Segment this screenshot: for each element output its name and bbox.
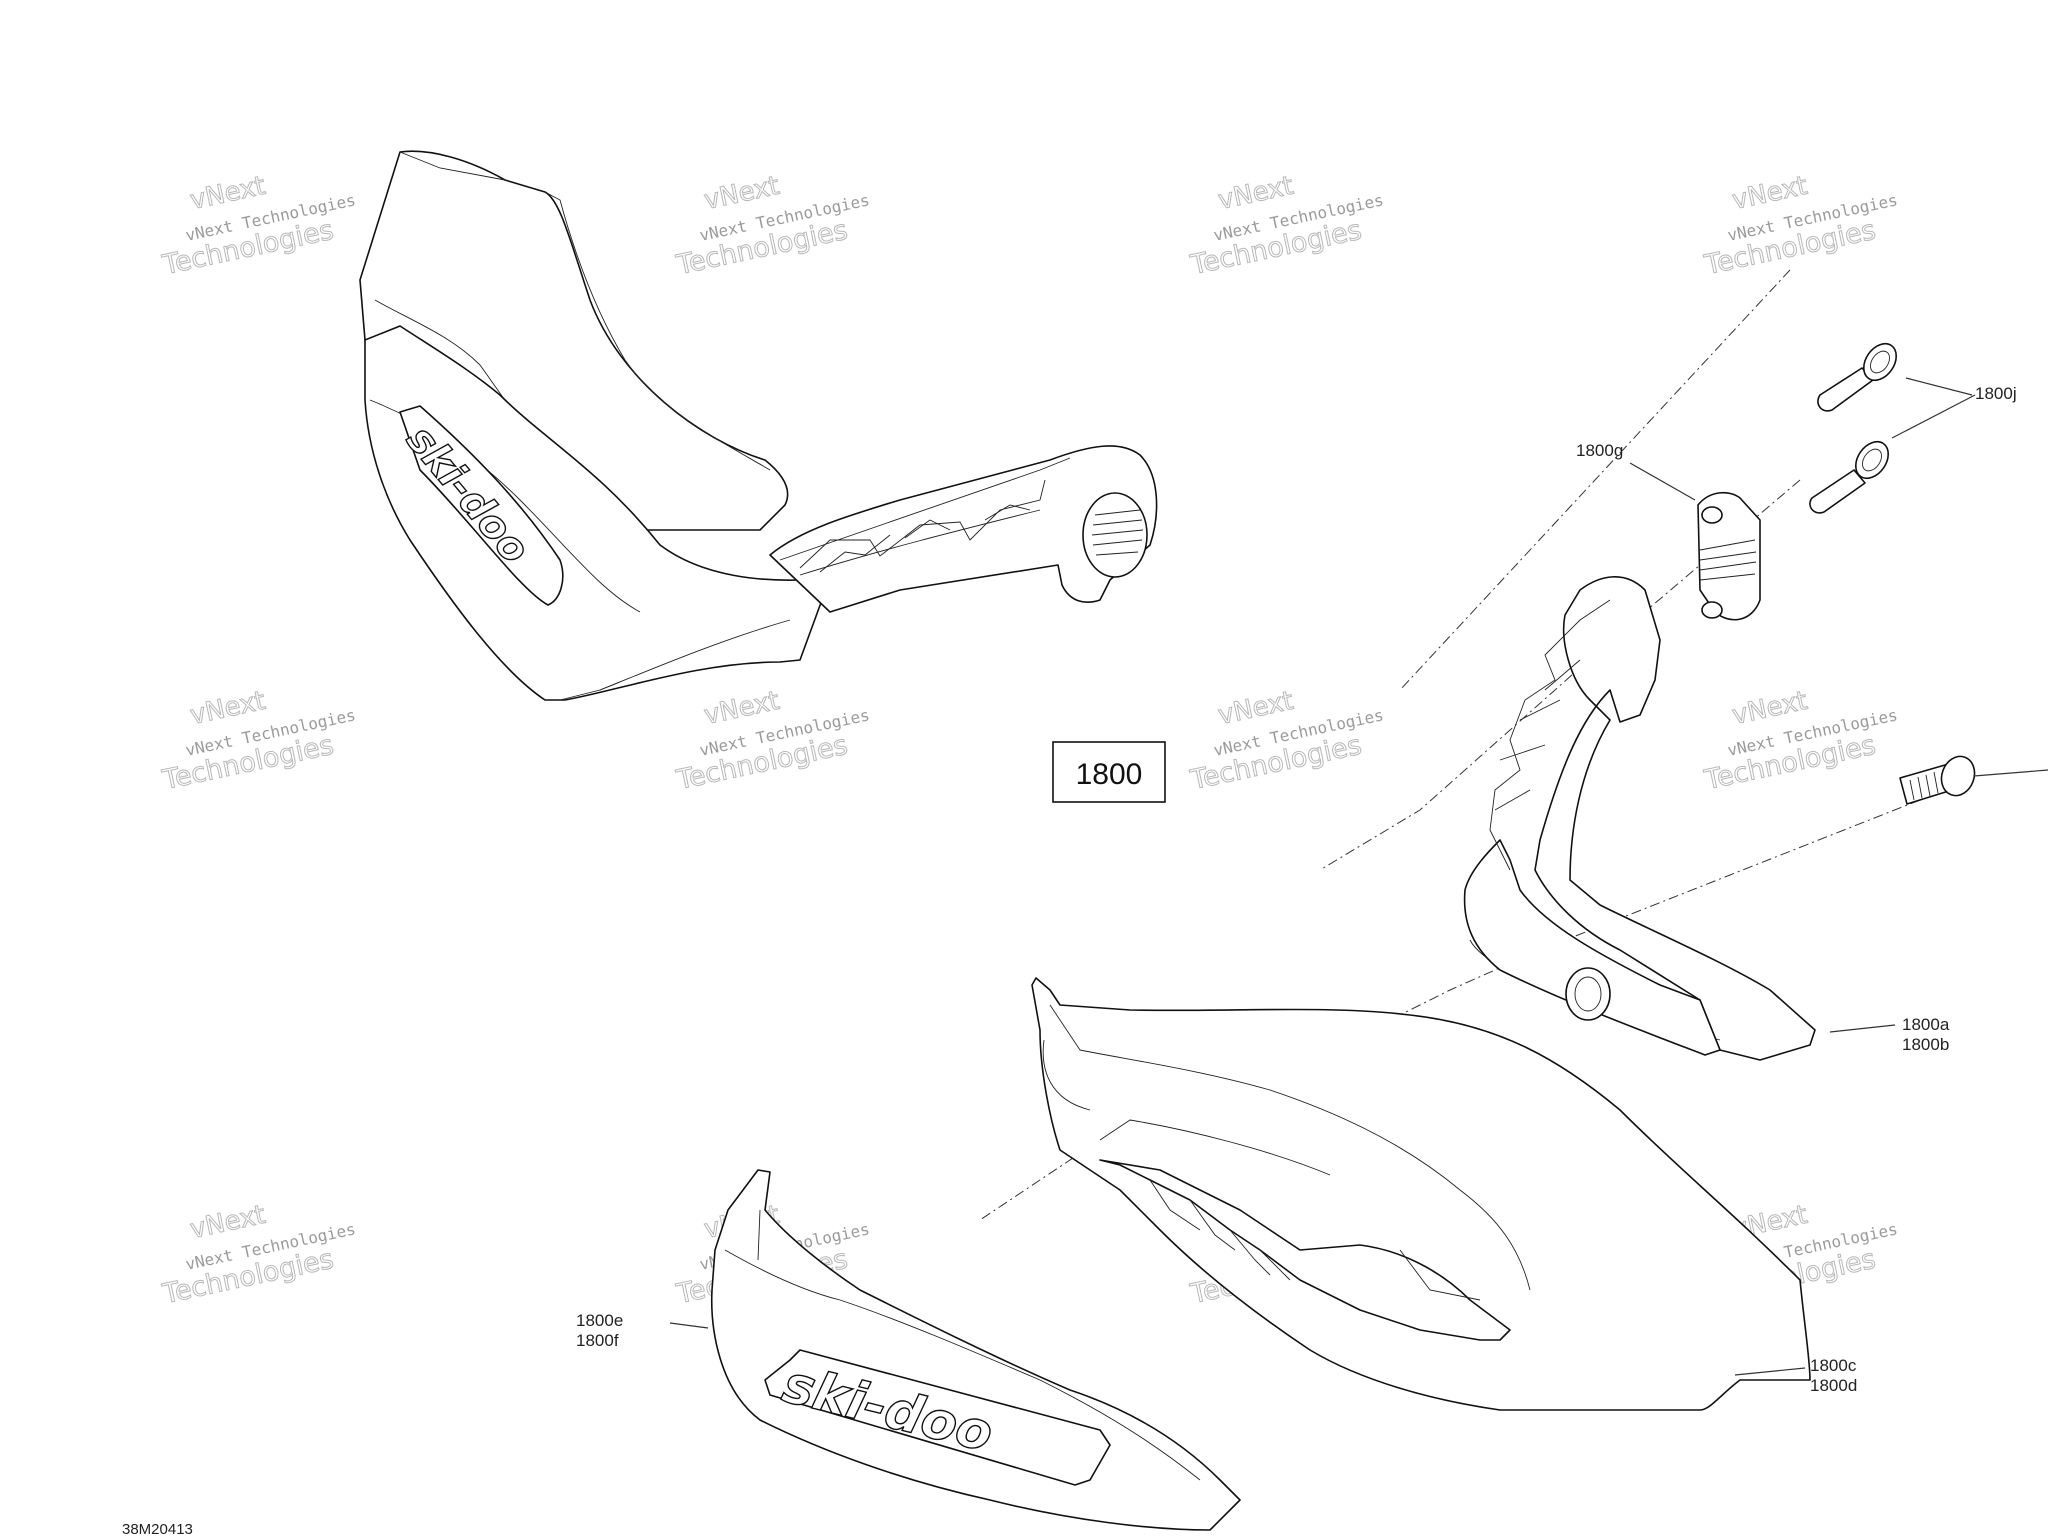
leader-1800e bbox=[669, 1322, 709, 1329]
handguard-shield bbox=[1031, 977, 1811, 1411]
assembly-label: 1800 bbox=[1052, 741, 1166, 803]
callout-1800e: 1800e bbox=[576, 1311, 623, 1330]
callout-1800f: 1800f bbox=[576, 1331, 619, 1350]
watermark-top: vNext bbox=[1730, 686, 1811, 731]
watermark-top: vNext bbox=[1730, 171, 1811, 216]
watermark-top: vNext bbox=[1216, 171, 1297, 216]
bolt-upper bbox=[1817, 342, 1898, 412]
watermark-top: vNext bbox=[702, 686, 783, 731]
watermark-top: vNext bbox=[188, 686, 269, 731]
callout-1800c: 1800c bbox=[1810, 1356, 1857, 1375]
leader-1800a bbox=[1829, 1024, 1896, 1033]
assembly-number: 1800 bbox=[1076, 758, 1143, 791]
screw bbox=[1899, 755, 2048, 805]
watermark-top: vNext bbox=[188, 1200, 269, 1245]
callout-1800a: 1800a bbox=[1902, 1015, 1950, 1034]
watermark-top: vNext bbox=[188, 171, 269, 216]
bolt-lower bbox=[1809, 440, 1890, 514]
side-pad: ski-doo bbox=[710, 1169, 1241, 1531]
leader-1800c bbox=[1734, 1367, 1806, 1376]
exploded-parts: ski-doo bbox=[669, 269, 2048, 1531]
callout-1800g: 1800g bbox=[1576, 441, 1623, 460]
leader-1800g bbox=[1629, 462, 1696, 501]
leader-1800j-a bbox=[1905, 377, 1973, 396]
assembled-handguard: ski-doo bbox=[359, 150, 1158, 701]
callout-1800b: 1800b bbox=[1902, 1035, 1949, 1054]
watermark-top: vNext bbox=[702, 171, 783, 216]
callout-1800d: 1800d bbox=[1810, 1376, 1857, 1395]
watermark-top: vNext bbox=[1216, 686, 1297, 731]
callout-1800j: 1800j bbox=[1975, 384, 2017, 403]
clamp-half bbox=[1697, 491, 1761, 621]
leader-1800j-b bbox=[1891, 394, 1976, 439]
bracket-arm bbox=[1463, 576, 1816, 1061]
callout-labels: 1800j 1800g 1800a 1800b 1800c 1800d 1800… bbox=[576, 384, 2017, 1395]
drawing-id: 38M20413 bbox=[122, 1521, 193, 1536]
